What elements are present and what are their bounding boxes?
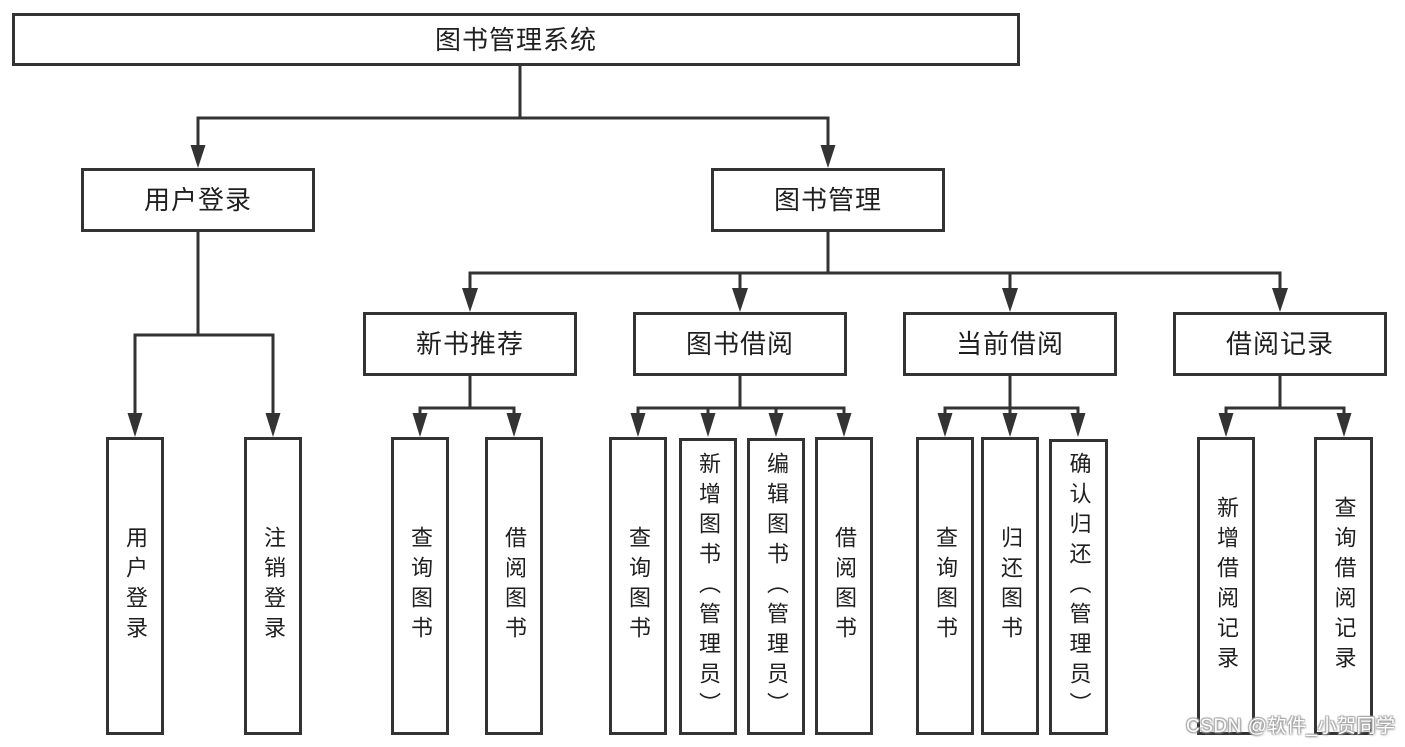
node-edit-book-admin: 编辑图书（管理员）	[747, 438, 805, 735]
node-book-borrowing: 图书借阅	[633, 312, 847, 376]
node-borrow-books-recommend: 借阅图书	[485, 437, 543, 735]
node-query-books-recommend: 查询图书	[391, 437, 449, 735]
node-borrow-books-leaf: 借阅图书	[815, 437, 873, 735]
node-user-login: 用户登录	[81, 168, 315, 232]
node-add-book-admin: 新增图书（管理员）	[679, 438, 737, 735]
node-library-management-system: 图书管理系统	[12, 13, 1020, 66]
node-logout: 注销登录	[244, 437, 302, 735]
node-borrowing-records: 借阅记录	[1173, 312, 1387, 376]
node-current-borrowing: 当前借阅	[903, 312, 1117, 376]
node-query-borrow-record: 查询借阅记录	[1314, 437, 1373, 735]
node-user-login-leaf: 用户登录	[106, 437, 164, 735]
node-add-borrow-record: 新增借阅记录	[1197, 437, 1255, 735]
node-return-books: 归还图书	[981, 437, 1039, 735]
node-book-management: 图书管理	[711, 168, 945, 232]
node-confirm-return-admin: 确认归还（管理员）	[1049, 439, 1108, 735]
node-query-books-borrowing: 查询图书	[609, 437, 667, 735]
node-new-book-recommendation: 新书推荐	[363, 312, 577, 376]
watermark: CSDN @软件_小贺同学	[1186, 716, 1396, 737]
node-query-books-current: 查询图书	[916, 437, 974, 735]
